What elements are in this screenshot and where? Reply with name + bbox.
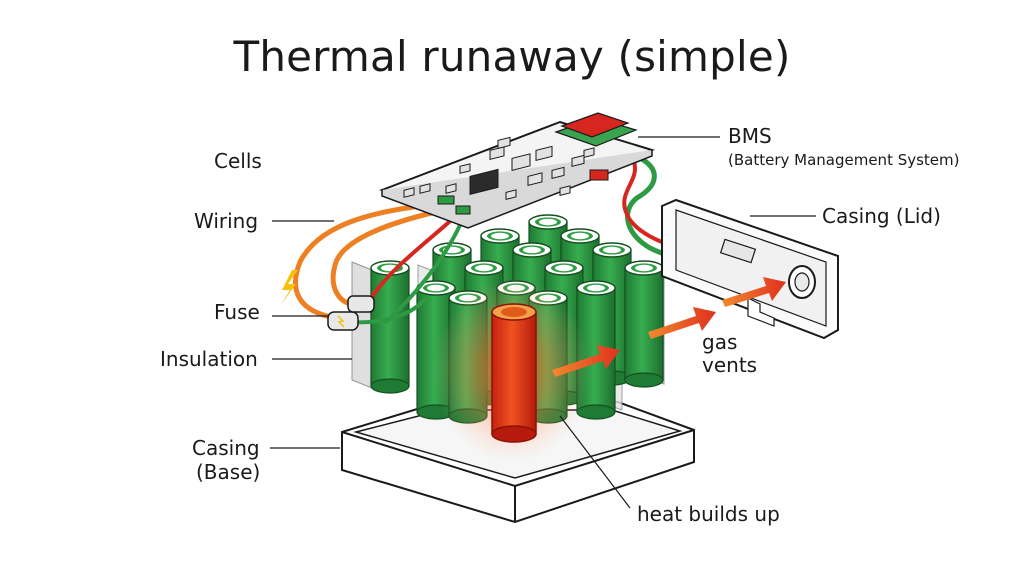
hot-cell — [491, 303, 537, 443]
bms-chip — [469, 168, 499, 195]
bms-chip — [497, 136, 511, 149]
label-casing-base-2: (Base) — [196, 460, 261, 484]
label-fuse: Fuse — [214, 300, 260, 324]
bms-chip — [489, 146, 505, 160]
bms-chip — [505, 189, 517, 200]
label-insulation: Insulation — [160, 347, 258, 371]
bms-board — [379, 112, 656, 229]
bms-chip — [511, 153, 531, 171]
diagram-title: Thermal runaway (simple) — [233, 32, 791, 81]
bms-chip — [583, 147, 595, 159]
bms-chip — [571, 154, 585, 168]
bms-chip — [419, 183, 431, 194]
label-heat: heat builds up — [637, 502, 780, 526]
label-casing-lid: Casing (Lid) — [822, 204, 941, 228]
label-gas: gas — [702, 330, 738, 354]
fuse-component — [327, 295, 375, 331]
gas-vent-arrows — [552, 277, 786, 377]
bms-chip — [535, 145, 553, 161]
bms-chip — [527, 172, 543, 186]
label-bms-full: (Battery Management System) — [728, 151, 960, 169]
cell-7 — [370, 260, 410, 394]
leader-lines — [270, 136, 816, 509]
bms-chip — [403, 187, 415, 198]
cell-10 — [624, 260, 664, 388]
label-vents: vents — [702, 353, 758, 377]
label-casing-base-1: Casing — [192, 436, 260, 460]
casing-lid — [661, 198, 839, 340]
bms-chip — [459, 163, 471, 174]
label-cells: Cells — [214, 149, 262, 173]
spark-icon — [280, 270, 298, 306]
bms-chip — [445, 183, 457, 194]
bms-chip — [559, 185, 571, 197]
label-bms: BMS — [728, 124, 772, 148]
label-wiring: Wiring — [194, 209, 259, 233]
bms-chip — [551, 166, 565, 179]
